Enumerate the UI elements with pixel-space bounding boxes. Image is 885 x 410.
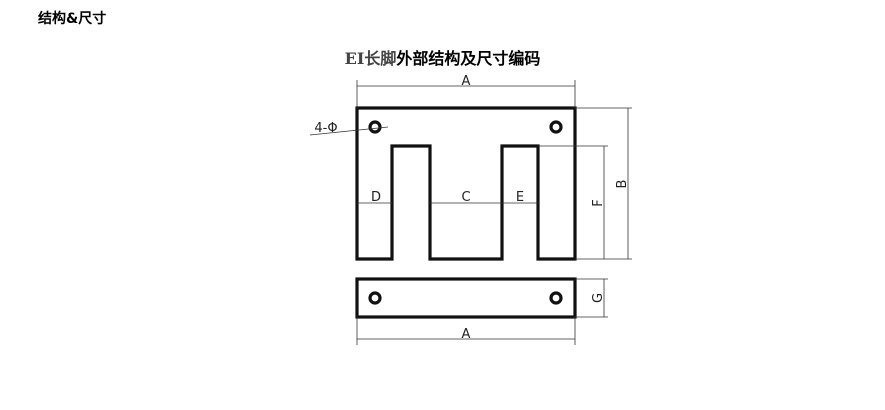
hole-icon: [549, 291, 563, 305]
hole-icon: [549, 120, 563, 134]
dim-b: B: [615, 180, 630, 189]
dim-a-bottom: A: [462, 327, 471, 342]
dim-c: C: [461, 190, 470, 205]
diagram-title: EI长脚外部结构及尺寸编码: [0, 45, 885, 69]
hole-icon: [368, 120, 382, 134]
section-heading: 结构&尺寸: [38, 11, 107, 27]
title-rest: 外部结构及尺寸编码: [396, 49, 541, 68]
dim-g: G: [591, 293, 606, 303]
dim-a-top: A: [462, 74, 471, 89]
dim-d: D: [371, 190, 381, 205]
dimension-lines: [309, 80, 632, 345]
dim-f: F: [591, 199, 606, 206]
dim-holes: 4-Φ: [314, 121, 337, 136]
dim-e: E: [516, 190, 524, 205]
e-core-outline: [355, 106, 577, 261]
i-bar-outline: [355, 277, 577, 319]
hole-icon: [368, 291, 382, 305]
title-prefix: EI长脚: [344, 49, 397, 68]
